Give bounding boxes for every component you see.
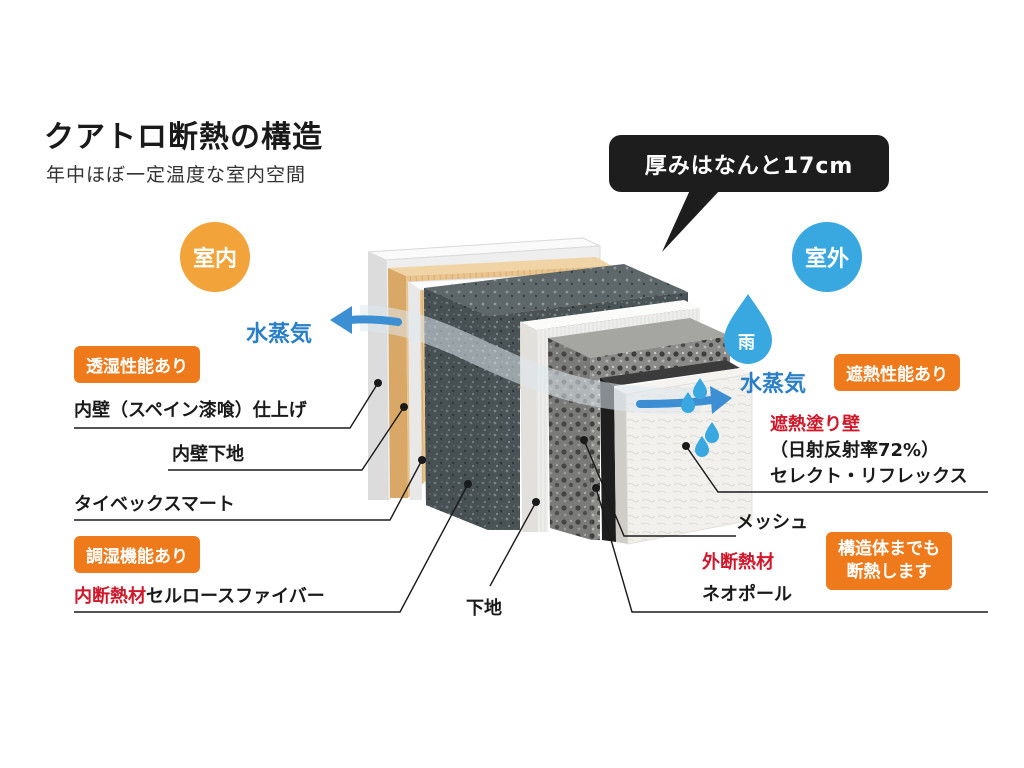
badge-structure-insulation: 構造体までも 断熱します: [826, 532, 952, 590]
rain-drop-icon: [724, 294, 772, 364]
label-inner-wall-base: 内壁下地: [172, 444, 244, 465]
label-heat-paint-line2: （日射反射率72%）: [770, 440, 940, 461]
label-inner-insulation-name: セルロースファイバー: [146, 586, 325, 607]
small-drop-icon: [705, 422, 719, 443]
label-heat-paint-line3: セレクト・リフレックス: [770, 466, 968, 487]
indoor-badge: 室内: [180, 222, 250, 292]
label-outer-insulation-prefix-text: 外断熱材: [702, 552, 774, 573]
vapor-label-right: 水蒸気: [740, 372, 807, 397]
small-drop-icon: [693, 378, 707, 399]
label-inner-insulation-prefix: 内断熱材: [74, 586, 146, 607]
page-title: クアトロ断熱の構造: [44, 120, 323, 155]
vapor-arrow-left: [330, 306, 402, 334]
outdoor-badge: 室外: [792, 222, 862, 292]
vapor-arrow-right: [636, 386, 732, 414]
label-outer-insulation-prefix: 外断熱材: [702, 548, 774, 574]
label-inner-wall-finish: 内壁（スペイン漆喰）仕上げ: [74, 400, 307, 421]
thickness-callout: 厚みはなんと17cm: [609, 135, 889, 192]
leader-dots: [374, 379, 690, 506]
label-heat-paint-line1: 遮熱塗り壁: [770, 410, 860, 436]
layer-mesh: [600, 360, 740, 542]
label-mesh: メッシュ: [736, 512, 808, 533]
label-heat-paint-name: 遮熱塗り壁: [770, 414, 860, 435]
rain-label: 雨: [738, 333, 755, 353]
badge-heat-shield: 遮熱性能あり: [834, 354, 960, 391]
badge-humidity-control: 調湿機能あり: [74, 536, 200, 573]
label-outer-insulation-name: ネオポール: [702, 584, 792, 605]
callout-tail: [662, 190, 720, 252]
small-drop-icon: [695, 436, 709, 457]
leader-lines: [74, 382, 988, 613]
small-drop-icon: [681, 392, 695, 413]
badge-structure-insulation-line2: 断熱します: [846, 561, 932, 582]
badge-structure-insulation-line1: 構造体までも: [838, 539, 940, 559]
label-inner-insulation: 内断熱材セルロースファイバー: [74, 582, 325, 608]
vapor-label-left: 水蒸気: [246, 322, 313, 347]
label-base: 下地: [466, 598, 502, 619]
badge-moisture-permeable: 透湿性能あり: [74, 346, 200, 383]
page-subtitle: 年中ほぼ一定温度な室内空間: [46, 164, 307, 186]
label-tyvek: タイベックスマート: [74, 494, 235, 515]
